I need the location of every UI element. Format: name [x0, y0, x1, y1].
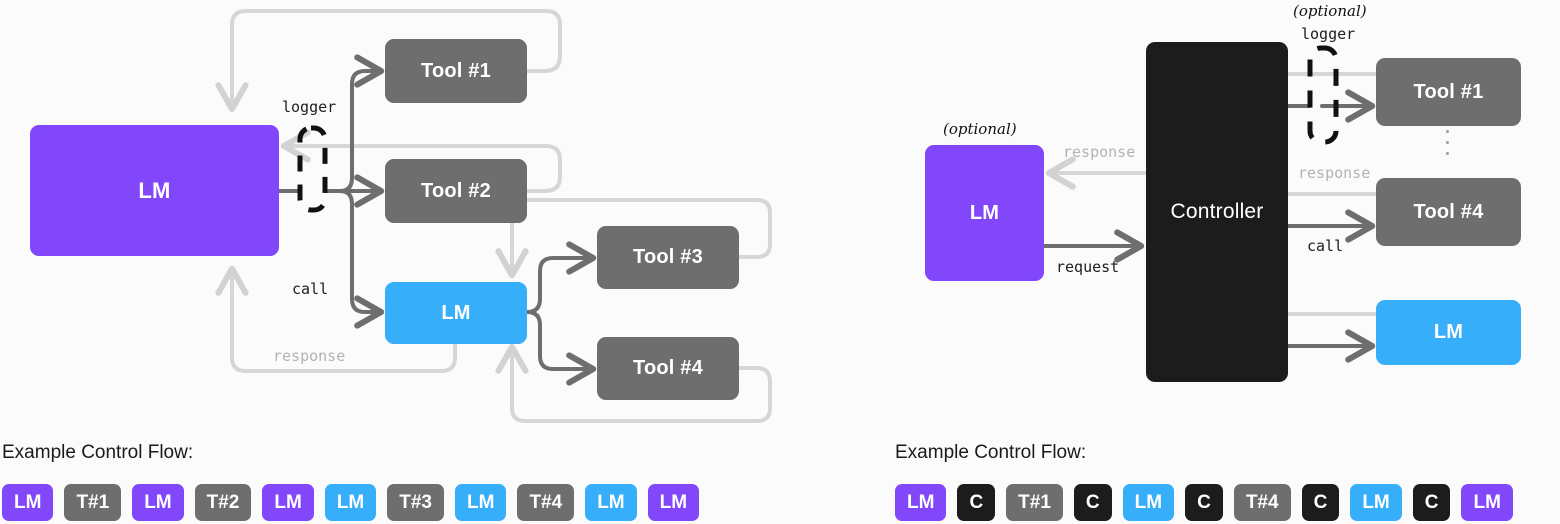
- flow-chip[interactable]: T#1: [1006, 484, 1063, 521]
- node-label: LM: [1433, 321, 1464, 343]
- left-flow-title: Example Control Flow:: [2, 442, 194, 463]
- node-lm-sub[interactable]: LM: [385, 282, 527, 344]
- flow-chip[interactable]: LM: [324, 484, 377, 521]
- flow-chip[interactable]: LM: [647, 484, 700, 521]
- node-label: Controller: [1170, 200, 1264, 223]
- label-request: request: [1056, 258, 1120, 276]
- right-flow-chips: LM C T#1 C LM C T#4 C LM C LM: [895, 484, 1513, 521]
- flow-chip[interactable]: T#3: [387, 484, 444, 521]
- node-lm-tool-right[interactable]: LM: [1376, 300, 1521, 365]
- label-call-left: call: [292, 280, 329, 298]
- node-label: Tool #4: [633, 357, 703, 379]
- node-tool-2[interactable]: Tool #2: [385, 159, 527, 223]
- right-flow-title: Example Control Flow:: [895, 442, 1087, 463]
- flow-chip[interactable]: C: [1185, 484, 1223, 521]
- node-tool-4[interactable]: Tool #4: [597, 337, 739, 400]
- ellipsis-dot: [1446, 141, 1449, 144]
- node-tool-4-right[interactable]: Tool #4: [1376, 178, 1521, 246]
- node-label: LM: [441, 301, 471, 324]
- left-flow-chips: LM T#1 LM T#2 LM LM T#3 LM T#4 LM LM: [2, 484, 700, 521]
- node-label: Tool #4: [1413, 200, 1484, 223]
- flow-chip[interactable]: C: [1301, 484, 1340, 521]
- flow-chip[interactable]: C: [1412, 484, 1451, 521]
- label-response-left-right-panel: response: [1063, 143, 1136, 161]
- node-label: Tool #3: [633, 246, 703, 268]
- flow-chip[interactable]: T#1: [64, 484, 122, 521]
- node-label: LM: [138, 177, 171, 203]
- logger-capsule-right: [1307, 45, 1339, 145]
- label-logger-right: logger: [1301, 25, 1356, 43]
- flow-chip[interactable]: LM: [455, 484, 507, 521]
- ellipsis-dot: [1446, 130, 1449, 133]
- flow-chip[interactable]: LM: [1122, 484, 1175, 521]
- flow-chip[interactable]: T#4: [1233, 484, 1291, 521]
- node-tool-3[interactable]: Tool #3: [597, 226, 739, 289]
- label-response-right: response: [1298, 164, 1371, 182]
- flow-chip[interactable]: LM: [132, 484, 184, 521]
- flow-chip[interactable]: LM: [262, 484, 314, 521]
- label-response-left: response: [273, 347, 346, 365]
- node-tool-1[interactable]: Tool #1: [385, 39, 527, 103]
- flow-chip[interactable]: C: [957, 484, 996, 521]
- ellipsis-dot: [1446, 152, 1449, 155]
- wire-sublm-fanout: [525, 241, 597, 386]
- node-controller[interactable]: Controller: [1146, 42, 1288, 382]
- flow-chip[interactable]: LM: [2, 484, 54, 521]
- label-logger-left: logger: [282, 98, 337, 116]
- node-label: Tool #1: [1413, 80, 1484, 103]
- label-optional-lm: (optional): [943, 120, 1017, 138]
- label-call-right: call: [1307, 237, 1344, 255]
- node-tool-1-right[interactable]: Tool #1: [1376, 58, 1521, 126]
- flow-chip[interactable]: T#4: [517, 484, 575, 521]
- node-lm-client[interactable]: LM: [925, 145, 1044, 281]
- flow-chip[interactable]: LM: [1461, 484, 1513, 521]
- node-lm-main[interactable]: LM: [30, 125, 279, 256]
- node-label: Tool #1: [421, 59, 491, 82]
- flow-chip[interactable]: LM: [585, 484, 637, 521]
- flow-chip[interactable]: LM: [895, 484, 947, 521]
- node-label: Tool #2: [421, 179, 491, 202]
- node-label: LM: [969, 201, 1000, 224]
- flow-chip[interactable]: C: [1073, 484, 1112, 521]
- flow-chip[interactable]: LM: [1350, 484, 1402, 521]
- vertical-ellipsis: [1446, 130, 1449, 155]
- logger-capsule-left: [297, 125, 328, 213]
- flow-chip[interactable]: T#2: [194, 484, 252, 521]
- label-optional-logger: (optional): [1293, 2, 1367, 20]
